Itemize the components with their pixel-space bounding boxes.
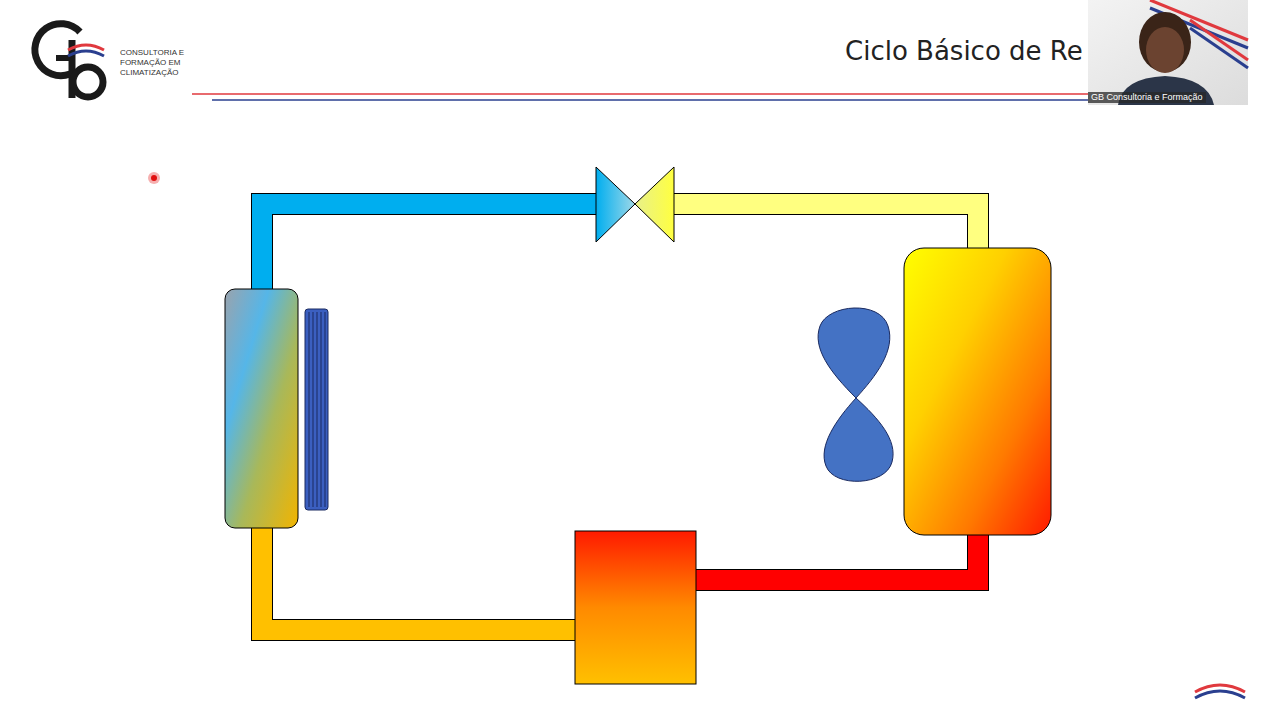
header-line (192, 93, 1090, 95)
fan-blade (818, 308, 890, 398)
company-tagline: CONSULTORIA E FORMAÇÃO EM CLIMATIZAÇÃO (120, 48, 198, 78)
liquid-line (670, 204, 978, 252)
webcam-overlay (1088, 0, 1248, 105)
logo-wave (68, 51, 104, 56)
fin-block (305, 309, 328, 510)
logo-wave (68, 45, 104, 50)
fin-line (313, 312, 314, 507)
fin-line (321, 312, 322, 507)
webcam-label: GB Consultoria e Formação (1088, 92, 1206, 103)
pipe-outline (262, 525, 578, 630)
fin-line (317, 312, 318, 507)
webcam-frame (1088, 0, 1248, 105)
discharge-line (692, 532, 978, 580)
condenser (904, 248, 1051, 535)
company-logo (35, 24, 104, 98)
fin-line (309, 312, 310, 507)
person-head (1139, 12, 1191, 72)
expansion-valve (635, 167, 674, 242)
liquid-line-cold (262, 204, 600, 292)
slide-title: Ciclo Básico de Re (845, 36, 1083, 66)
fan-blade (824, 398, 893, 481)
logo-b-bowl (73, 67, 103, 97)
wall-stripe (1190, 28, 1248, 68)
person-face (1146, 27, 1184, 73)
suction-line (262, 525, 578, 630)
wall-stripe (1190, 20, 1248, 60)
expansion-valve (596, 167, 635, 242)
pipe-outline (692, 532, 978, 580)
logo-wave (1195, 691, 1245, 698)
evaporator (225, 289, 298, 528)
pipe-outline (670, 204, 978, 252)
pipe-outline (262, 204, 600, 292)
header-line (212, 99, 1090, 101)
compressor (575, 531, 696, 684)
pointer-dot (151, 175, 157, 181)
evaporator-fins (305, 309, 328, 510)
condenser-fan (818, 308, 893, 481)
fin-line (325, 312, 326, 507)
pointer-dot (148, 172, 160, 184)
